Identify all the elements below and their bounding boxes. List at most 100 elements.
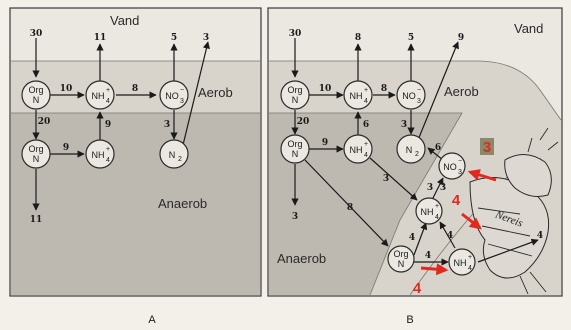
svg-text:NH: NH <box>350 91 363 101</box>
panel-b-sediment-surface <box>269 60 562 121</box>
panel-a-flux-anaerob-org-to-nh4: 9 <box>63 143 69 153</box>
panel-b-flux-nh4-to-no3: 8 <box>381 84 387 94</box>
panel-b-flux-burrow-no3-to-n2: 6 <box>435 143 441 153</box>
svg-text:NH: NH <box>92 91 105 101</box>
svg-text:3: 3 <box>458 169 462 176</box>
panel-b-arrow-burrow-no3-to-n2 <box>427 147 444 161</box>
panel-b-flux-org-to-nh4: 10 <box>319 84 332 94</box>
annotation-arrow-4-lower <box>420 263 449 276</box>
svg-text:NH: NH <box>350 145 363 155</box>
panel-b-flux-burrow-5: 4 <box>537 231 543 241</box>
annotation-badge <box>480 138 494 155</box>
panel-b-redox-boundary <box>269 112 463 296</box>
svg-text:NO: NO <box>443 162 457 172</box>
panel-b-flux-burrow-4: 4 <box>447 231 453 241</box>
panel-b-flux-no3-to-n2: 3 <box>401 120 407 130</box>
panel-b-flux-org-to-burrow: 8 <box>347 203 353 213</box>
annotation-number-3: 3 <box>483 139 491 156</box>
panel-b-arrow-burrow-to-worm <box>477 238 539 263</box>
svg-text:2: 2 <box>415 151 419 158</box>
panel-b-flux-burrow-2: 4 <box>409 233 415 243</box>
panel-a-org-n-anaerob-node: Org N <box>21 139 51 169</box>
panel-a-flux-out-n2: 3 <box>203 33 209 43</box>
svg-text:Org: Org <box>28 85 43 95</box>
panel-b-arrow-nh4-to-burrow <box>369 157 418 201</box>
svg-text:N: N <box>33 95 40 105</box>
panel-a-aerobic-label: Aerob <box>198 85 233 100</box>
panel-b-org-n-anaerob-node: Org N <box>280 134 310 164</box>
svg-text:Org: Org <box>28 144 43 154</box>
panel-b-flux-burrow-nh4-to-no3: 3 <box>427 183 433 193</box>
panel-b-flux-nh4-to-burrow: 3 <box>383 174 389 184</box>
panel-b-arrow-org-to-burrow <box>304 159 389 247</box>
panel-b-flux-burial: 3 <box>292 212 298 222</box>
panel-b-anaerobic-label: Anaerob <box>277 251 326 266</box>
svg-text:3: 3 <box>417 98 421 105</box>
svg-text:3: 3 <box>180 98 184 105</box>
panel-a-nh4-aerob-node: NH + 4 <box>85 80 115 110</box>
svg-text:N: N <box>169 150 176 160</box>
panel-b-nh4-burrow-node: NH + 4 <box>415 197 443 225</box>
svg-text:−: − <box>417 87 421 94</box>
panel-a-flux-no3-to-n2: 3 <box>164 120 170 130</box>
panel-b-flux-org-down: 20 <box>297 117 310 127</box>
svg-text:+: + <box>106 87 110 94</box>
panel-a-anaerobic-zone <box>11 113 260 295</box>
panel-b-arrow-n2-out <box>417 41 459 141</box>
svg-text:+: + <box>435 203 439 210</box>
svg-text:N: N <box>398 259 405 269</box>
svg-text:N: N <box>33 154 40 164</box>
svg-text:4: 4 <box>106 98 110 105</box>
panel-b-flux-burrow-1: 3 <box>440 183 446 193</box>
panel-b: Vand Aerob Anaerob Nereis <box>267 7 563 326</box>
svg-text:4: 4 <box>364 152 368 159</box>
panel-a-flux-in-org: 30 <box>30 29 43 39</box>
svg-text:+: + <box>468 254 472 261</box>
svg-text:+: + <box>364 141 368 148</box>
panel-a-flux-nh4-up: 9 <box>105 120 111 130</box>
svg-text:2: 2 <box>178 156 182 163</box>
panel-b-caption: B <box>406 314 413 326</box>
panel-b-flux-in-org: 30 <box>289 29 302 39</box>
svg-text:4: 4 <box>106 157 110 164</box>
panel-a-water-zone <box>11 9 260 61</box>
panel-a-flux-org-to-nh4: 10 <box>60 84 73 94</box>
panel-b-arrow-burrow-nh4-up <box>439 221 456 249</box>
panel-b-flux-out-nh4: 8 <box>355 33 361 43</box>
svg-text:NH: NH <box>454 258 467 268</box>
panel-a-n2-node: N 2 <box>159 139 189 169</box>
svg-text:Org: Org <box>287 85 302 95</box>
panel-a-flux-out-nh4: 11 <box>94 33 107 43</box>
panel-b-org-n-aerob-node: Org N <box>280 80 310 110</box>
svg-text:N: N <box>406 145 413 155</box>
svg-text:−: − <box>458 158 462 165</box>
svg-text:NO: NO <box>402 91 416 101</box>
nereis-worm-illustration: Nereis <box>469 127 559 295</box>
panel-b-nh4-anaerob-node: NH + 4 <box>343 134 373 164</box>
panel-b-flux-burrow-3: 4 <box>425 251 431 261</box>
panel-b-n2-node: N 2 <box>396 134 426 164</box>
panel-b-flux-anaerob-org-to-nh4: 9 <box>322 138 328 148</box>
svg-text:4: 4 <box>468 265 472 272</box>
svg-text:N: N <box>292 149 299 159</box>
panel-b-flux-out-no3: 5 <box>408 33 414 43</box>
panel-a-aerobic-zone <box>11 61 260 113</box>
svg-text:+: + <box>106 146 110 153</box>
svg-text:Org: Org <box>393 249 408 259</box>
svg-text:N: N <box>292 95 299 105</box>
panel-a-no3-aerob-node: NO − 3 <box>159 80 189 110</box>
panel-b-nh4-aerob-node: NH + 4 <box>343 80 373 110</box>
panel-a: Vand Aerob Anaerob 30 11 5 3 10 8 20 9 3… <box>9 7 262 326</box>
panel-a-flux-nh4-to-no3: 8 <box>132 84 138 94</box>
panel-b-org-n-burrow-node: Org N <box>387 245 415 273</box>
panel-a-flux-org-down: 20 <box>38 117 51 127</box>
panel-b-water-label: Vand <box>514 21 543 36</box>
panel-a-org-n-aerob-node: Org N <box>21 80 51 110</box>
panel-a-water-label: Vand <box>110 13 139 28</box>
panel-b-nh4-burrow-low-node: NH + 4 <box>448 248 476 276</box>
annotation-arrow-3 <box>467 169 497 182</box>
panel-b-flux-nh4-up: 6 <box>363 120 369 130</box>
panel-b-arrow-burrow-nh4-to-no3 <box>431 177 444 201</box>
